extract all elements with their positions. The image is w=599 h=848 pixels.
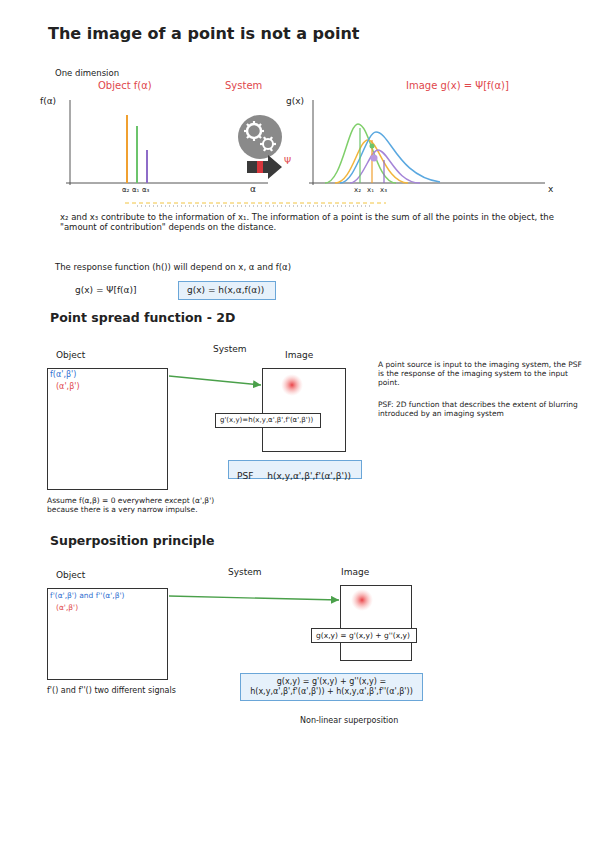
system-arrow [247,155,282,179]
tick-label: x₃ [380,186,387,194]
gear-tooth [271,148,273,151]
image-plane: Imageg'(x,y)=h(x,y,α',β',f'(α',β')) [262,368,346,452]
tick-label: α₁ [132,186,139,194]
mapping-arrow [169,596,339,600]
panel-heading: Image g(x) = Ψ[f(α)] [406,80,509,92]
note-line: The response function (h()) will depend … [55,262,291,272]
equation-text: h(x,y,α',β',f'(α',β')) [267,471,351,482]
equation-text: PSF [237,471,253,482]
point-label: f'(α',β') and f''(α',β') [50,591,125,600]
tick-label: α₂ [122,186,129,194]
equation-text: g(x) = h(x,α,f(α)) [187,285,267,296]
panel-heading: System [213,344,247,355]
object-plane: Objectf(α',β')(α',β') [47,368,168,490]
equation-box: g(x,y) = g'(x,y) + g''(x,y) [311,628,417,643]
axis-label: x [548,184,553,195]
note-paragraph: A point source is input to the imaging s… [378,360,590,387]
gear-tooth [271,137,273,140]
psf-blur-spot [281,374,303,396]
gear-tooth [259,136,261,138]
section-note: One dimension [55,68,119,78]
impulse-spikes [127,115,147,183]
image-plane: Imageg(x,y) = g'(x,y) + g''(x,y) [340,585,412,661]
gear-tooth [244,130,247,132]
tick-label: x₁ [367,186,374,194]
correspondence-lines [125,203,386,206]
gear-tooth [247,136,249,138]
point-label: (α',β') [56,382,80,392]
point-label: f(α',β') [50,370,76,380]
system-gear [238,115,282,159]
note-line: f'() and f''() two different signals [47,686,176,696]
tick-label: α₃ [142,186,149,194]
equation-text: g(x,y) = g'(x,y) + g''(x,y) [316,631,410,640]
gear-tooth [247,124,249,126]
equation-text: g(x,y) = g'(x,y) + g''(x,y) = [249,677,414,687]
highlight-box: g(x,y) = g'(x,y) + g''(x,y) =h(x,y,α',β'… [240,673,423,701]
object-plane: Objectf'(α',β') and f''(α',β')(α',β') [47,588,168,680]
object-axes [66,100,268,185]
gear-tooth [260,143,263,145]
panel-heading: Object [56,570,85,581]
point-label: (α',β') [56,603,78,612]
panel-heading: System [225,80,262,92]
mapping-arrow [169,376,261,385]
operator-symbol: Ψ [283,156,292,167]
note-paragraph: PSF: 2D function that describes the exte… [378,400,590,418]
axis-label: g(x) [286,96,304,107]
page-title: The image of a point is not a point [48,24,360,43]
note-line: Non-linear superposition [300,716,398,726]
image-axes [309,100,545,185]
gear-tooth [264,148,266,151]
highlight-box: PSF h(x,y,α',β',f'(α',β')) [228,460,362,479]
panel-heading: Image [341,567,369,578]
equation: g(x) = Ψ[f(α)] [75,285,137,296]
note-paragraph: x₂ and x₃ contribute to the information … [60,212,570,232]
gear-tooth [261,130,264,132]
gear-tooth [253,138,255,141]
panel-heading: System [228,567,262,578]
note-paragraph: Assume f(α,β) = 0 everywhere except (α',… [47,496,217,514]
blurred-responses [325,124,440,183]
equation-box: g'(x,y)=h(x,y,α',β',f'(α',β')) [215,413,321,428]
axis-label: α [250,184,256,195]
gear-tooth [253,121,255,124]
tick-label: x₂ [354,186,361,194]
gear-tooth [264,137,266,140]
highlight-box: g(x) = h(x,α,f(α)) [178,281,276,300]
gear-tooth [273,143,276,145]
section-heading: Superposition principle [50,533,215,548]
equation-text: h(x,y,α',β',f'(α',β')) + h(x,y,α',β',f''… [249,687,414,697]
axis-label: f(α) [40,96,56,107]
section-heading: Point spread function - 2D [50,310,235,325]
superposition-blur-spot [351,589,373,611]
equation-text: g'(x,y)=h(x,y,α',β',f'(α',β')) [220,416,313,424]
panel-heading: Image [285,350,313,361]
panel-heading: Object f(α) [98,80,152,92]
panel-heading: Object [56,350,85,361]
gear-tooth [259,124,261,126]
